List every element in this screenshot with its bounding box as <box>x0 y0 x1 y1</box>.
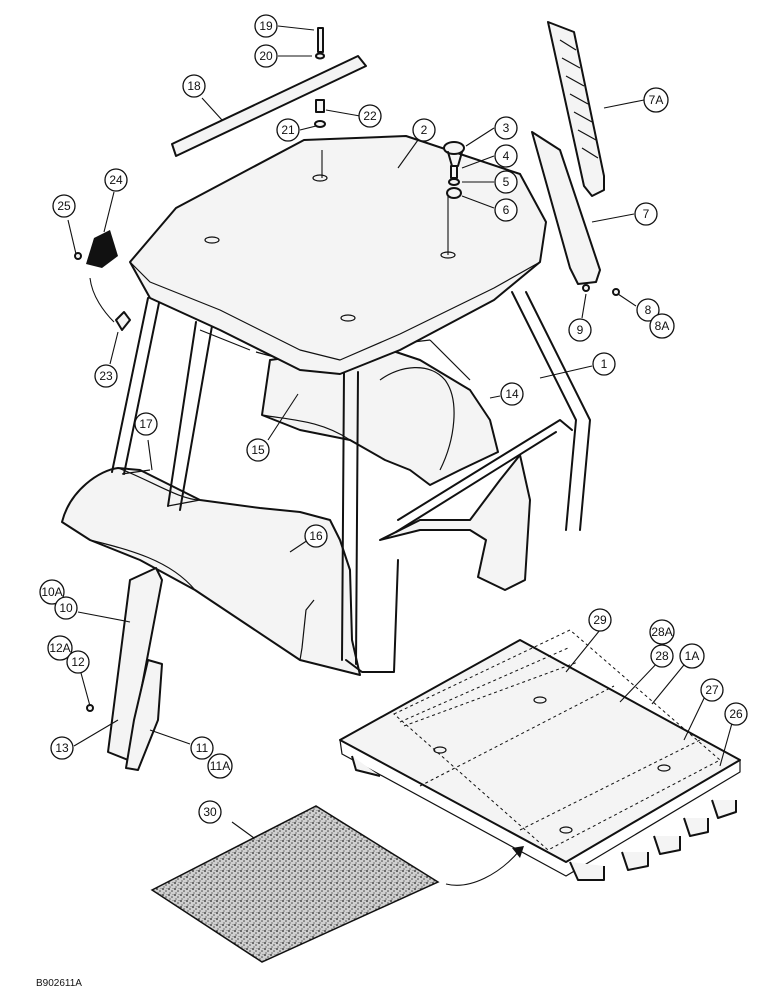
callout-10A: 10A <box>39 579 65 605</box>
callout-12: 12 <box>66 650 90 674</box>
callout-21: 21 <box>276 118 300 142</box>
callout-label: 7 <box>643 207 650 221</box>
callout-20: 20 <box>254 44 278 68</box>
callout-label: 19 <box>259 19 273 33</box>
callout-30: 30 <box>198 800 222 824</box>
callout-28A: 28A <box>649 619 675 645</box>
callout-label: 16 <box>309 529 323 543</box>
pillar-trim <box>531 21 620 296</box>
callout-11: 11 <box>190 736 214 760</box>
rear-fender-housing <box>261 349 499 486</box>
callout-label: 24 <box>109 173 123 187</box>
callout-9: 9 <box>568 318 592 342</box>
callout-label: 11 <box>196 741 209 755</box>
callout-17: 17 <box>134 412 158 436</box>
callouts: 19 20 18 21 22 2 3 4 5 6 7A 7 8 8A 9 1 1… <box>39 14 748 824</box>
callout-label: 1 <box>601 357 608 371</box>
figure-reference-code: B902611A <box>36 978 82 989</box>
callout-27: 27 <box>700 678 724 702</box>
callout-label: 8 <box>645 303 652 317</box>
callout-2: 2 <box>412 118 436 142</box>
callout-label: 9 <box>577 323 584 337</box>
callout-7A: 7A <box>643 87 669 113</box>
roof-seal-strip <box>171 27 367 157</box>
callout-24: 24 <box>104 168 128 192</box>
callout-14: 14 <box>500 382 524 406</box>
callout-label: 5 <box>503 175 510 189</box>
callout-1A: 1A <box>679 643 705 669</box>
callout-8A: 8A <box>649 313 675 339</box>
callout-label: 25 <box>57 199 71 213</box>
callout-label: 23 <box>99 369 113 383</box>
left-post-trim <box>86 567 163 771</box>
callout-29: 29 <box>588 608 612 632</box>
callout-label: 13 <box>55 741 69 755</box>
callout-label: 18 <box>187 79 201 93</box>
callout-label: 22 <box>363 109 377 123</box>
callout-label: 28A <box>651 625 672 639</box>
roof-vent-assembly <box>443 141 465 199</box>
floor-plate <box>339 629 741 881</box>
callout-label: 30 <box>203 805 217 819</box>
callout-25: 25 <box>52 194 76 218</box>
callout-10: 10 <box>54 596 78 620</box>
callout-26: 26 <box>724 702 748 726</box>
cab-roof <box>129 135 547 375</box>
cab-lower-shell <box>61 454 531 676</box>
callout-label: 29 <box>593 613 607 627</box>
callout-label: 3 <box>503 121 510 135</box>
mirror-bracket <box>74 230 131 331</box>
callout-label: 26 <box>729 707 743 721</box>
callout-label: 27 <box>705 683 719 697</box>
callout-15: 15 <box>246 438 270 462</box>
callout-18: 18 <box>182 74 206 98</box>
callout-label: 20 <box>259 49 273 63</box>
callout-label: 17 <box>139 417 153 431</box>
callout-label: 10 <box>59 601 73 615</box>
callout-label: 28 <box>655 649 669 663</box>
callout-28: 28 <box>650 644 674 668</box>
callout-label: 6 <box>503 203 510 217</box>
callout-label: 2 <box>421 123 428 137</box>
callout-label: 15 <box>251 443 265 457</box>
floor-mat <box>150 805 524 963</box>
callout-8: 8 <box>636 298 660 322</box>
callout-label: 10A <box>41 585 62 599</box>
callout-label: 14 <box>505 387 519 401</box>
callout-5: 5 <box>494 170 518 194</box>
callout-4: 4 <box>494 144 518 168</box>
callout-label: 7A <box>649 93 664 107</box>
callout-label: 21 <box>281 123 295 137</box>
callout-label: 1A <box>685 649 700 663</box>
callout-6: 6 <box>494 198 518 222</box>
callout-7: 7 <box>634 202 658 226</box>
callout-label: 8A <box>655 319 670 333</box>
callout-label: 12 <box>71 655 85 669</box>
callout-22: 22 <box>358 104 382 128</box>
callout-1: 1 <box>592 352 616 376</box>
callout-19: 19 <box>254 14 278 38</box>
callout-label: 4 <box>503 149 510 163</box>
cab-frame <box>111 291 591 673</box>
callout-label: 11A <box>210 759 230 773</box>
callout-3: 3 <box>494 116 518 140</box>
callout-12A: 12A <box>47 635 73 661</box>
callout-23: 23 <box>94 364 118 388</box>
callout-11A: 11A <box>207 753 233 779</box>
callout-label: 12A <box>49 641 70 655</box>
callout-16: 16 <box>304 524 328 548</box>
callout-13: 13 <box>50 736 74 760</box>
